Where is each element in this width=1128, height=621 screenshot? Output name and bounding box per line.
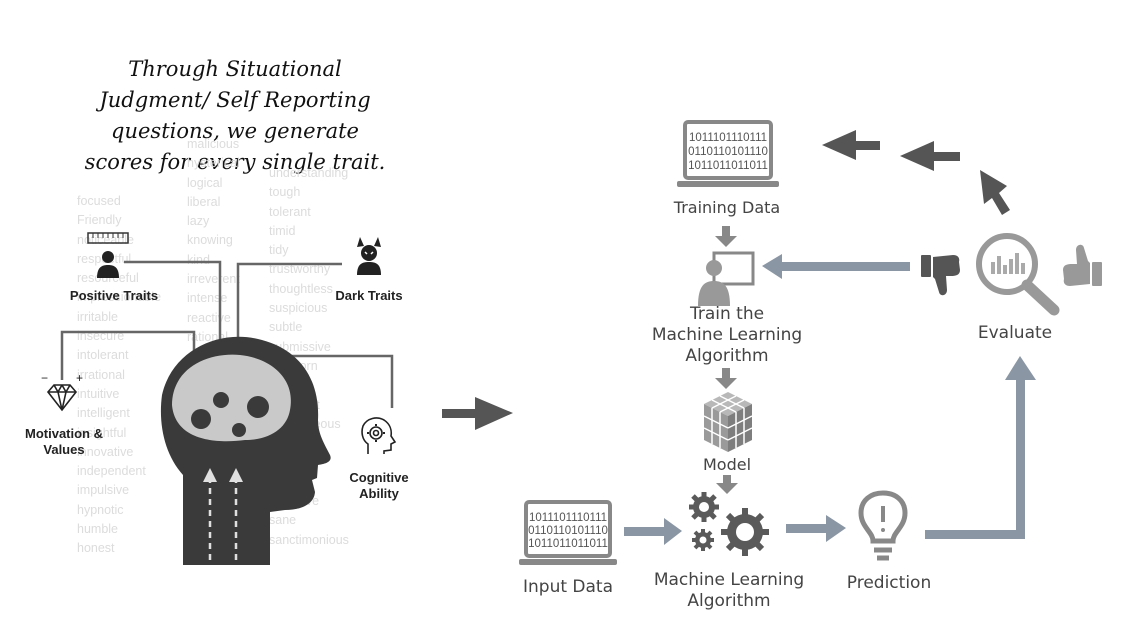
prediction-label: Prediction <box>846 573 932 593</box>
headline-line: Through Situational <box>128 57 342 81</box>
positive-traits-label: Positive Traits <box>69 288 159 303</box>
word-cloud-word: impulsive <box>77 483 130 498</box>
word-cloud-word: intelligent <box>77 406 130 421</box>
cognitive-label-line1: Cognitive <box>349 470 409 485</box>
word-cloud-word: suspicious <box>269 301 328 316</box>
word-cloud-word: timid <box>269 223 296 238</box>
word-cloud-word: innovative <box>77 444 134 459</box>
arrow-icon <box>786 515 846 542</box>
cognitive-label-line2: Ability <box>359 486 399 501</box>
training-data-label: Training Data <box>673 198 781 217</box>
arrow-icon <box>442 397 513 430</box>
training-binary-2: 0110110101110 <box>688 146 768 158</box>
headline-line: scores for every single trait. <box>84 150 386 174</box>
word-cloud-word: thoughtless <box>269 281 333 296</box>
word-cloud-word: hypnotic <box>77 502 124 517</box>
word-cloud-word: irreverent <box>187 272 240 287</box>
gears-icon <box>689 492 769 556</box>
ml-algorithm-label: Machine Learning Algorithm <box>629 570 829 612</box>
arrow-icon <box>716 475 738 494</box>
input-binary-3: 1011011011011 <box>528 538 608 550</box>
arrow-icon <box>762 254 910 279</box>
thumbs-up-icon <box>1063 244 1102 286</box>
word-cloud-word: tidy <box>269 243 289 258</box>
trainer-icon <box>698 251 755 306</box>
motivation-values-label: Motivation & Values <box>14 426 114 458</box>
word-cloud-word: subtle <box>269 320 303 335</box>
word-cloud-word: independent <box>77 464 146 479</box>
train-algorithm-label: Train the Machine Learning Algorithm <box>627 304 827 367</box>
word-cloud-word: Friendly <box>77 213 122 228</box>
thumbs-down-icon <box>921 255 960 296</box>
training-binary-1: 1011101110111 <box>689 132 767 144</box>
ml-label-line1: Machine Learning <box>653 570 805 590</box>
brain-gear-icon <box>361 417 397 454</box>
arrow-icon <box>900 141 960 171</box>
laptop-icon <box>519 500 617 565</box>
word-cloud-word: understanding <box>269 166 349 180</box>
word-cloud-word: knowing <box>187 233 233 248</box>
word-cloud-word: resourceful <box>77 271 139 286</box>
arrow-icon <box>624 518 682 545</box>
word-cloud-word: trustworthy <box>269 262 331 277</box>
word-cloud-word: humble <box>77 522 118 537</box>
word-cloud-word: liberal <box>187 194 221 209</box>
word-cloud-word: tolerant <box>269 204 311 219</box>
arrow-icon <box>715 226 737 247</box>
cube-model-icon <box>703 392 753 452</box>
arrow-icon <box>980 170 1010 215</box>
arrow-icon <box>822 130 880 160</box>
motivation-label-line1: Motivation & <box>25 426 103 441</box>
word-cloud-word: impressionable <box>77 290 162 305</box>
train-label-line2: Machine Learning <box>651 325 803 345</box>
word-cloud-word: irritable <box>77 309 118 324</box>
arrow-icon <box>925 356 1036 539</box>
motivation-label-line2: Values <box>43 442 85 457</box>
word-cloud-word: logical <box>187 175 223 190</box>
word-cloud-word: insightful <box>77 425 127 440</box>
training-binary-3: 1011011011011 <box>688 160 768 172</box>
headline-line: questions, we generate <box>111 119 359 143</box>
word-cloud-word: intolerant <box>77 348 129 363</box>
word-cloud-word: irrational <box>77 367 125 382</box>
word-cloud-word: malicious <box>187 137 240 151</box>
input-binary-2: 0110110101110 <box>528 525 608 537</box>
input-data-label: Input Data <box>522 577 613 597</box>
word-cloud-word: intuitive <box>77 386 120 401</box>
person-icon <box>97 251 119 278</box>
word-cloud-word: sanctimonious <box>269 532 349 547</box>
word-cloud-word: sane <box>269 513 297 528</box>
train-label-line3: Algorithm <box>685 346 769 366</box>
word-cloud-word: focused <box>77 194 121 208</box>
magnifier-icon <box>976 233 1060 316</box>
input-binary-1: 1011101110111 <box>529 512 607 524</box>
train-label-line1: Train the <box>689 304 765 324</box>
word-cloud-word: intense <box>187 291 228 306</box>
headline: Through Situational Judgment/ Self Repor… <box>70 54 400 178</box>
ruler-icon <box>87 232 129 244</box>
lightbulb-icon <box>858 490 908 561</box>
word-cloud-word: lazy <box>187 214 210 229</box>
word-cloud-word: hysterical <box>187 156 240 171</box>
model-label: Model <box>702 455 752 474</box>
feedback-arrows <box>822 130 1010 215</box>
laptop-icon <box>677 120 779 187</box>
cognitive-ability-label: Cognitive Ability <box>329 470 429 502</box>
ml-label-line2: Algorithm <box>687 591 771 611</box>
evaluate-label: Evaluate <box>977 323 1053 343</box>
diamond-icon <box>46 384 78 412</box>
headline-line: Judgment/ Self Reporting <box>99 88 371 112</box>
arrow-icon <box>715 368 737 389</box>
head-icon <box>160 336 331 565</box>
flow-arrows <box>624 226 1036 545</box>
word-cloud-word: kind <box>187 252 210 267</box>
word-cloud-word: tough <box>269 185 301 200</box>
dark-traits-label: Dark Traits <box>335 288 403 303</box>
devil-icon <box>357 237 381 275</box>
word-cloud-word: honest <box>77 541 115 556</box>
plus-sign: + <box>76 371 84 385</box>
minus-sign: − <box>41 371 49 385</box>
